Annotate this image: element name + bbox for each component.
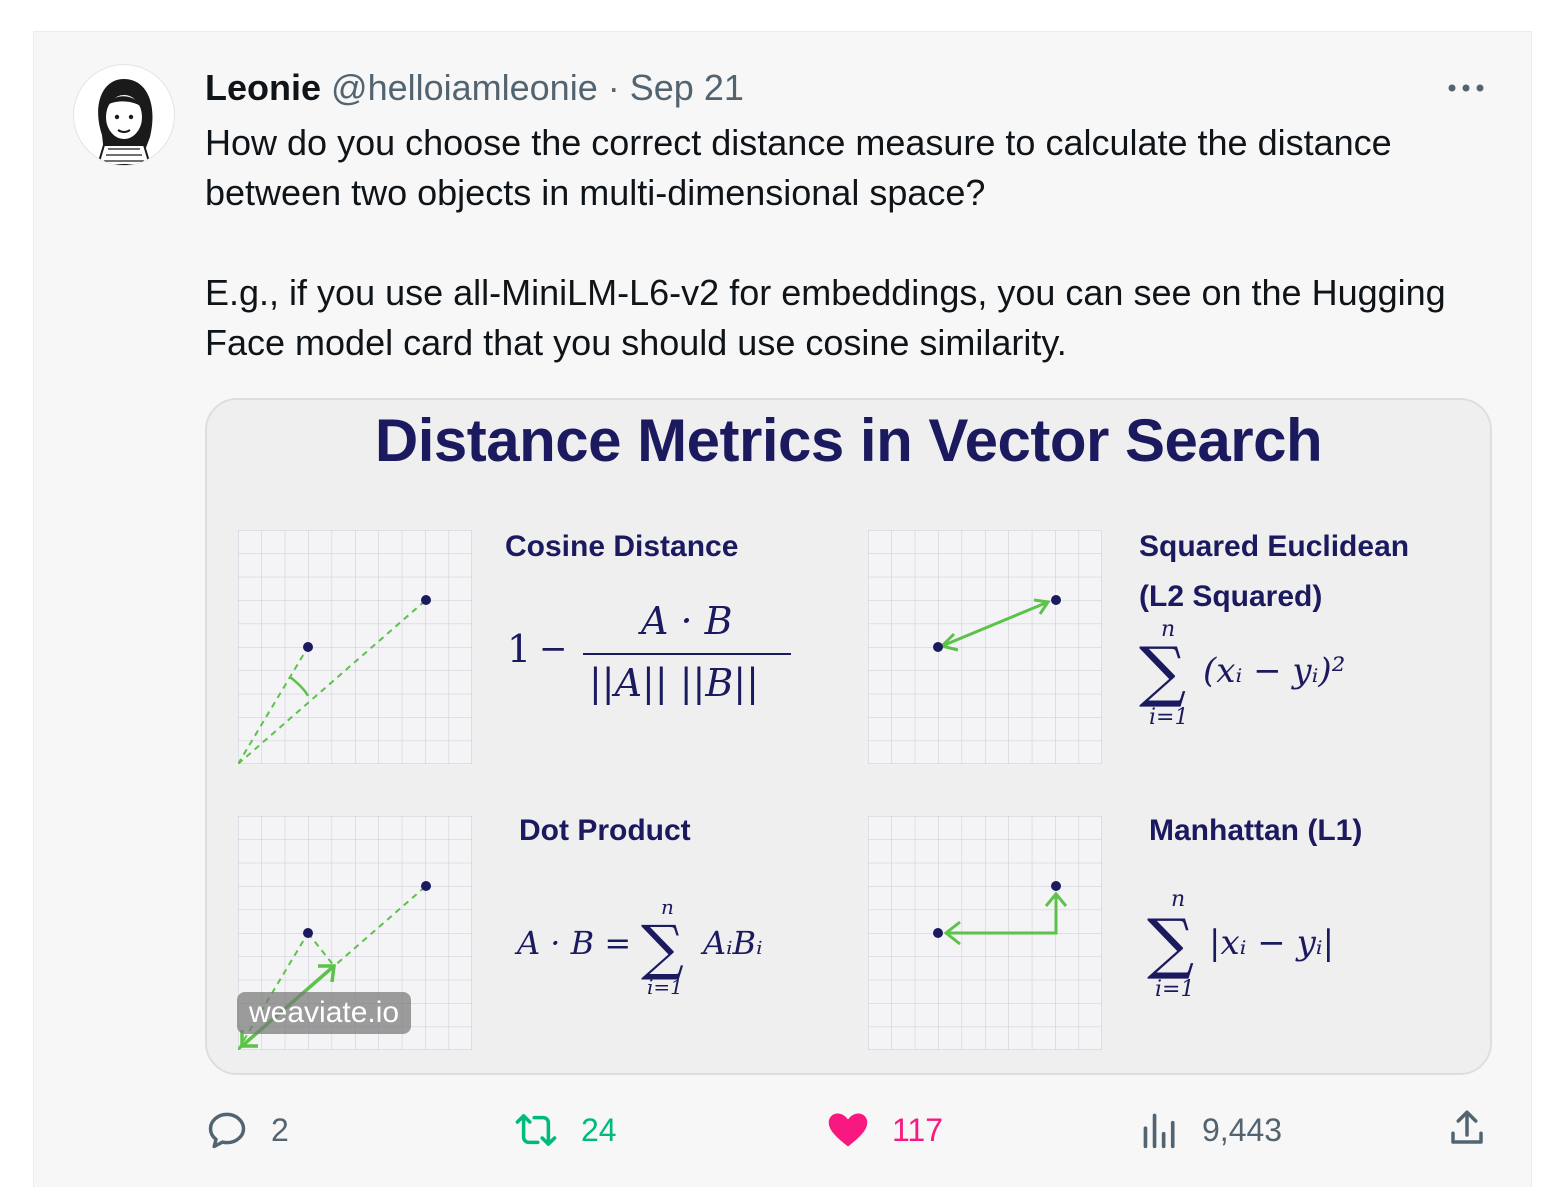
svg-text:||A|| ||B||: ||A|| ||B|| bbox=[589, 661, 759, 705]
svg-text:∑: ∑ bbox=[641, 913, 684, 983]
like-button[interactable]: 117 bbox=[826, 1106, 943, 1154]
retweet-icon bbox=[515, 1114, 557, 1146]
svg-text:∑: ∑ bbox=[1147, 905, 1194, 982]
svg-text:−: − bbox=[539, 629, 568, 669]
more-button[interactable] bbox=[1444, 72, 1488, 104]
svg-text:n: n bbox=[661, 895, 674, 919]
svg-text:n: n bbox=[1161, 617, 1175, 642]
like-icon bbox=[828, 1113, 868, 1147]
svg-text:|xᵢ − yᵢ|: |xᵢ − yᵢ| bbox=[1209, 923, 1334, 963]
squared-euclidean-diagram bbox=[868, 530, 1102, 764]
svg-text:AᵢBᵢ: AᵢBᵢ bbox=[700, 924, 763, 962]
author-avatar[interactable] bbox=[73, 64, 175, 166]
svg-text:(xᵢ − yᵢ)²: (xᵢ − yᵢ)² bbox=[1203, 651, 1345, 691]
tweet-header: Leonie @helloiamleonie · Sep 21 bbox=[205, 66, 744, 110]
svg-text:A · B: A · B bbox=[638, 599, 733, 643]
reply-count: 2 bbox=[271, 1111, 289, 1148]
tweet-paragraph-1: How do you choose the correct distance m… bbox=[205, 122, 1402, 213]
manhattan-diagram bbox=[868, 816, 1102, 1050]
cosine-distance-title: Cosine Distance bbox=[505, 530, 739, 563]
reply-button[interactable]: 2 bbox=[205, 1106, 289, 1154]
squared-euclidean-title-line2: (L2 Squared) bbox=[1139, 580, 1323, 613]
media-title: Distance Metrics in Vector Search bbox=[374, 407, 1323, 474]
tweet-actions: 2 24 117 9,443 bbox=[0, 1106, 1566, 1154]
svg-text:n: n bbox=[1171, 887, 1185, 912]
svg-text:∑: ∑ bbox=[1139, 633, 1186, 710]
more-icon bbox=[1448, 84, 1484, 92]
like-count: 117 bbox=[892, 1111, 944, 1148]
dot-product-formula: A · B = n ∑ i=1 AᵢBᵢ bbox=[514, 895, 763, 999]
manhattan-title: Manhattan (L1) bbox=[1149, 814, 1363, 847]
retweet-button[interactable]: 24 bbox=[513, 1106, 617, 1154]
tweet-date[interactable]: Sep 21 bbox=[629, 67, 744, 108]
tweet-media-image[interactable]: Distance Metrics in Vector Search Cosine… bbox=[205, 398, 1492, 1075]
cosine-distance-formula: 1 − A · B ||A|| ||B|| bbox=[507, 599, 791, 705]
dot-product-title: Dot Product bbox=[519, 814, 691, 847]
author-name[interactable]: Leonie bbox=[205, 67, 322, 108]
views-icon bbox=[1143, 1113, 1175, 1149]
reply-icon bbox=[208, 1112, 246, 1149]
share-icon bbox=[1451, 1110, 1483, 1144]
tweet-paragraph-2: E.g., if you use all-MiniLM-L6-v2 for em… bbox=[205, 272, 1456, 363]
share-button[interactable] bbox=[1446, 1106, 1488, 1155]
views-button[interactable]: 9,443 bbox=[1140, 1106, 1282, 1154]
media-watermark: weaviate.io bbox=[237, 992, 412, 1034]
svg-text:i=1: i=1 bbox=[1149, 705, 1188, 730]
svg-text:A · B =: A · B = bbox=[514, 924, 631, 962]
svg-text:i=1: i=1 bbox=[1155, 977, 1194, 1002]
manhattan-formula: n ∑ i=1 |xᵢ − yᵢ| bbox=[1147, 887, 1334, 1002]
svg-text:i=1: i=1 bbox=[647, 975, 683, 999]
svg-text:1: 1 bbox=[507, 627, 531, 671]
views-count: 9,443 bbox=[1202, 1111, 1283, 1148]
author-handle[interactable]: @helloiamleonie bbox=[331, 67, 598, 108]
retweet-count: 24 bbox=[581, 1111, 617, 1148]
squared-euclidean-title-line1: Squared Euclidean bbox=[1139, 530, 1410, 563]
cosine-distance-diagram bbox=[238, 530, 472, 764]
header-separator: · bbox=[607, 67, 620, 108]
tweet-text: How do you choose the correct distance m… bbox=[205, 118, 1505, 368]
squared-euclidean-formula: n ∑ i=1 (xᵢ − yᵢ)² bbox=[1139, 617, 1345, 730]
